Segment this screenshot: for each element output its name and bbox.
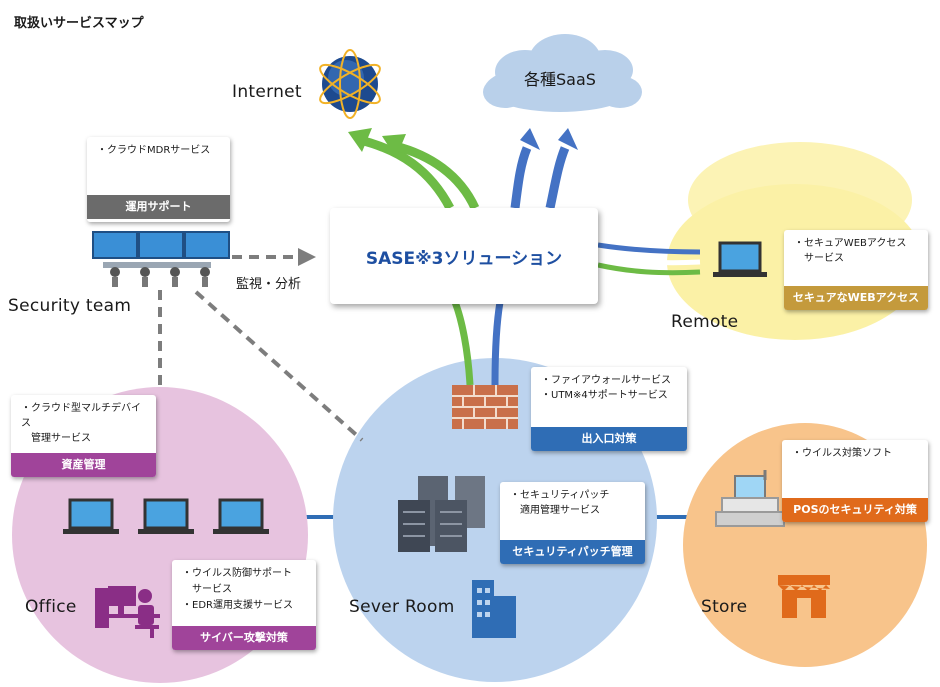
arrow-saas-2-head [558,128,578,150]
office-asset-card-footer: 資産管理 [11,453,156,477]
arrow-internet-2 [393,141,480,210]
office-cyber-card-footer: サイバー攻撃対策 [172,626,316,650]
card-item: ・セキュリティパッチ [510,490,610,501]
globe-icon [319,49,381,119]
dashed-arrow-head [298,248,316,266]
remote-card: ・セキュアWEBアクセス サービス セキュアなWEBアクセス [784,230,928,310]
server-room-label: Sever Room [349,597,455,617]
building-icon [472,580,516,638]
office-laptop-icon [213,498,269,534]
remote-laptop-icon [713,241,767,277]
card-item: 適用管理サービス [510,505,600,516]
patch-card-body: ・セキュリティパッチ 適用管理サービス [500,482,645,540]
monitor-analysis-label: 監視・分析 [236,277,302,292]
office-server-link [300,515,340,519]
server-rack-icon [398,476,485,552]
arrow-internet-1 [358,135,454,211]
arrow-saas-1-head [520,128,540,150]
remote-label: Remote [671,312,739,332]
sase-solution-box: SASE※3ソリューション [330,208,598,304]
patch-card: ・セキュリティパッチ 適用管理サービス セキュリティパッチ管理 [500,482,645,564]
store-card-body: ・ウイルス対策ソフト [782,440,928,498]
card-item: 管理サービス [21,433,91,444]
office-cyber-card: ・ウイルス防御サポート サービス ・EDR運用支援サービス サイバー攻撃対策 [172,560,316,650]
remote-card-body: ・セキュアWEBアクセス サービス [784,230,928,286]
office-asset-card: ・クラウド型マルチデバイス 管理サービス 資産管理 [11,395,156,477]
page-title: 取扱いサービスマップ [14,16,144,31]
sase-label: SASE※3ソリューション [365,248,563,269]
cloud-icon [483,34,642,112]
card-item: ・ファイアウォールサービス [541,375,671,386]
office-laptop-icon [63,498,119,534]
server-uplink-green [451,300,474,386]
store-card-footer: POSのセキュリティ対策 [782,498,928,522]
office-cyber-card-body: ・ウイルス防御サポート サービス ・EDR運用支援サービス [172,560,316,626]
internet-label: Internet [232,82,302,102]
office-worker-icon [95,586,160,638]
patch-card-footer: セキュリティパッチ管理 [500,540,645,564]
security-team-label: Security team [8,296,132,316]
office-asset-card-body: ・クラウド型マルチデバイス 管理サービス [11,395,156,453]
store-card: ・ウイルス対策ソフト POSのセキュリティ対策 [782,440,928,522]
arrow-internet-2-head [382,134,406,158]
arrow-saas-1 [510,146,532,209]
firewall-card: ・ファイアウォールサービス ・UTM※4サポートサービス 出入口対策 [531,367,687,451]
arrow-internet-1-head [348,128,372,152]
monitor-wall-icon [92,231,230,287]
card-item: ・クラウドMDRサービス [97,145,211,156]
firewall-icon [452,385,518,429]
card-item: ・セキュアWEBアクセス [794,238,907,249]
server-store-link [650,515,690,519]
card-item: ・EDR運用支援サービス [182,600,293,611]
card-item: ・クラウド型マルチデバイス [21,403,141,429]
security-team-card-footer: 運用サポート [87,195,230,219]
firewall-card-footer: 出入口対策 [531,427,687,451]
remote-link-green [597,262,701,276]
card-item: ・UTM※4サポートサービス [541,390,668,401]
card-item: ・ウイルス防御サポート [182,568,292,579]
remote-link-blue [597,242,701,255]
office-laptop-icon [138,498,194,534]
server-uplink-blue [491,301,504,386]
office-label: Office [25,597,77,617]
remote-card-footer: セキュアなWEBアクセス [784,286,928,310]
saas-label: 各種SaaS [524,70,596,89]
security-team-card: ・クラウドMDRサービス 運用サポート [87,137,230,222]
card-item: ・ウイルス対策ソフト [792,448,892,459]
store-label: Store [701,597,748,617]
security-team-card-body: ・クラウドMDRサービス [87,137,230,195]
firewall-card-body: ・ファイアウォールサービス ・UTM※4サポートサービス [531,367,687,427]
storefront-icon [778,575,830,618]
card-item: サービス [182,584,232,595]
arrow-saas-2 [545,146,570,209]
card-item: サービス [794,253,844,264]
dashed-link-server [194,290,364,442]
